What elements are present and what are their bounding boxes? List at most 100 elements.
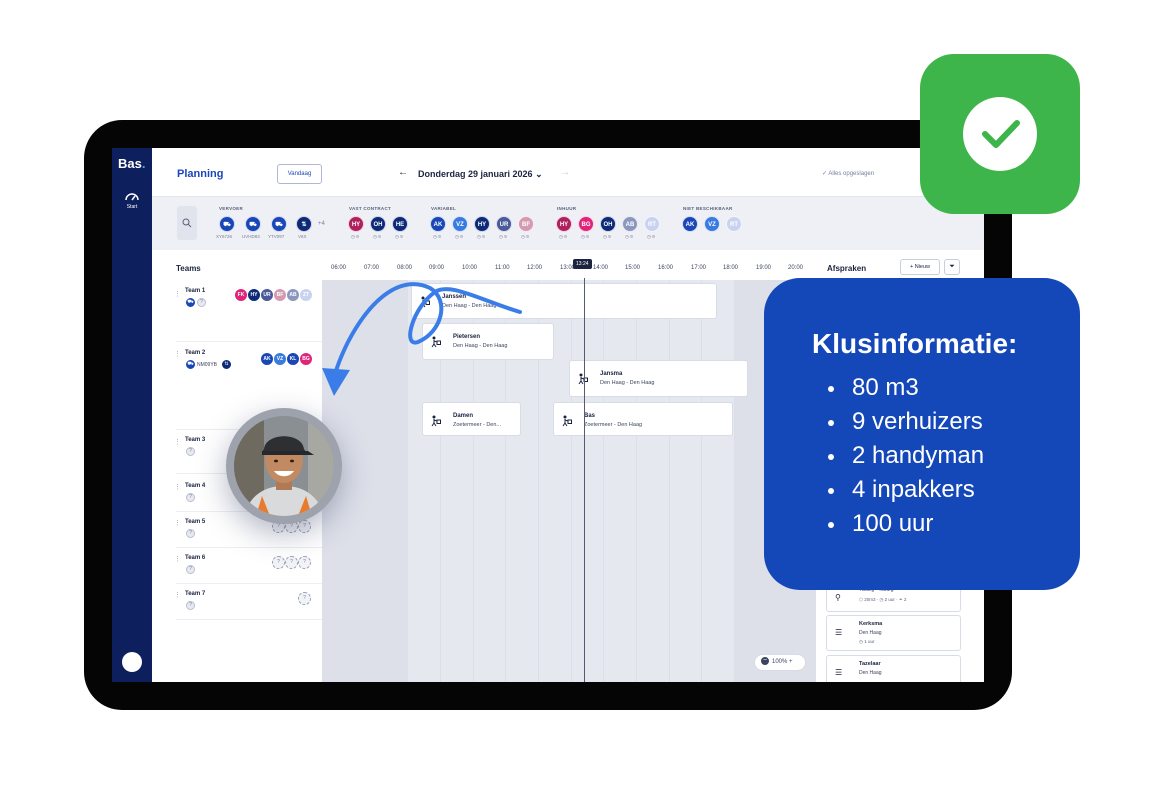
appointment-card[interactable]: ☰ Kerksma Den Haag ◷ 1 uur xyxy=(826,615,961,651)
note-icon: ☰ xyxy=(835,628,843,637)
staff-avatar[interactable]: VZ xyxy=(452,216,468,232)
staff-avatar[interactable]: HY xyxy=(474,216,490,232)
availability-count: ◷ 9 xyxy=(647,234,655,239)
job-name: Damen xyxy=(453,413,474,419)
nav-start-label[interactable]: Start xyxy=(126,204,138,210)
team-row[interactable] xyxy=(176,280,322,342)
team-name: Team 1 xyxy=(185,288,206,294)
member-avatar[interactable]: VZ xyxy=(273,352,287,366)
placeholder-avatar[interactable]: ? xyxy=(298,520,311,533)
grid-line xyxy=(701,280,702,682)
grid-line xyxy=(571,280,572,682)
staff-avatar[interactable]: BF xyxy=(518,216,534,232)
appointment-meta: ⬡ 20m3 · ◷ 2 uur · ⚭ 2 xyxy=(859,597,907,602)
placeholder-avatar[interactable]: ? xyxy=(298,592,311,605)
lift-icon[interactable]: ⇅ xyxy=(296,216,312,232)
job-card[interactable]: Jansma Den Haag - Den Haag xyxy=(569,360,748,397)
job-info-title: Klusinformatie: xyxy=(812,328,1018,359)
member-avatar[interactable]: FK xyxy=(234,288,248,302)
drag-handle-icon[interactable]: ⋮ xyxy=(174,351,181,358)
staff-avatar[interactable]: AB xyxy=(622,216,638,232)
next-day-arrow-icon[interactable]: → xyxy=(560,167,570,178)
drag-handle-icon[interactable]: ⋮ xyxy=(174,592,181,599)
hour-header: 06:00 07:00 08:00 09:00 10:00 11:00 12:0… xyxy=(322,250,816,280)
zoom-control[interactable]: −100% + xyxy=(754,654,806,671)
staff-avatar[interactable]: VZ xyxy=(704,216,720,232)
staff-avatar[interactable]: UR xyxy=(496,216,512,232)
unassigned-slot[interactable]: ? xyxy=(186,601,195,610)
zoom-in-icon[interactable]: + xyxy=(789,659,793,665)
date-selector[interactable]: Donderdag 29 januari 2026 ⌄ xyxy=(418,169,543,179)
resource-bar: VERVOER ⛟ ⛟ ⛟ ⇅ XY6726 UVHD83 YTV097 V6X… xyxy=(152,196,984,250)
job-card[interactable]: Pietersen Den Haag - Den Haag xyxy=(422,323,554,360)
unassigned-slot[interactable]: ? xyxy=(197,298,206,307)
hour-label: 15:00 xyxy=(625,265,641,271)
mover-icon xyxy=(578,373,588,385)
mover-photo xyxy=(234,416,334,516)
appointment-route: Den Haag xyxy=(859,630,882,636)
member-avatar[interactable]: BG xyxy=(299,352,313,366)
drag-handle-icon[interactable]: ⋮ xyxy=(174,439,181,446)
member-avatar[interactable]: HY xyxy=(247,288,261,302)
placeholder-avatar[interactable]: ? xyxy=(285,556,298,569)
unassigned-slot[interactable]: ? xyxy=(186,565,195,574)
job-card[interactable]: Bas Zoetermeer - Den Haag xyxy=(553,402,733,436)
member-avatar[interactable]: UR xyxy=(260,288,274,302)
placeholder-avatar[interactable]: ? xyxy=(298,556,311,569)
drag-handle-icon[interactable]: ⋮ xyxy=(174,520,181,527)
more-vehicles-count[interactable]: +4 xyxy=(318,221,325,227)
appointment-card[interactable]: ☰ Tazelaar Den Haag xyxy=(826,655,961,682)
filter-icon[interactable]: ⏷ xyxy=(944,259,960,275)
drag-handle-icon[interactable]: ⋮ xyxy=(174,556,181,563)
logo: Bas. xyxy=(118,156,146,171)
placeholder-avatar[interactable]: ? xyxy=(272,556,285,569)
member-avatar[interactable]: AB xyxy=(286,288,300,302)
member-avatar[interactable]: ZT xyxy=(299,288,313,302)
staff-avatar[interactable]: AK xyxy=(430,216,446,232)
member-avatar[interactable]: BF xyxy=(273,288,287,302)
member-avatar[interactable]: AK xyxy=(260,352,274,366)
availability-count: ◷ 9 xyxy=(559,234,567,239)
staff-avatar[interactable]: OH xyxy=(370,216,386,232)
profile-avatar[interactable] xyxy=(122,652,142,672)
grid-line xyxy=(734,280,735,682)
previous-day-arrow-icon[interactable]: ← xyxy=(398,167,408,178)
zoom-out-icon[interactable]: − xyxy=(761,657,769,666)
team-row[interactable] xyxy=(176,584,322,620)
staff-avatar[interactable]: HY xyxy=(348,216,364,232)
team-row[interactable] xyxy=(176,548,322,584)
job-info-item: 9 verhuizers xyxy=(826,405,984,439)
team-row[interactable] xyxy=(176,512,322,548)
note-icon: ☰ xyxy=(835,668,843,677)
job-card[interactable]: Damen Zoetermeer - Den... xyxy=(422,402,521,436)
availability-count: ◷ 9 xyxy=(581,234,589,239)
staff-avatar[interactable]: HY xyxy=(556,216,572,232)
appointments-title: Afspraken xyxy=(827,264,867,273)
staff-avatar[interactable]: HE xyxy=(392,216,408,232)
unassigned-slot[interactable]: ? xyxy=(186,493,195,502)
member-avatar[interactable]: KL xyxy=(286,352,300,366)
gauge-icon[interactable] xyxy=(123,188,141,206)
drag-handle-icon[interactable]: ⋮ xyxy=(174,484,181,491)
job-card[interactable]: Janssen Den Haag - Den Haag xyxy=(411,283,717,319)
staff-avatar[interactable]: RT xyxy=(726,216,742,232)
drag-handle-icon[interactable]: ⋮ xyxy=(174,291,181,298)
unassigned-slot[interactable]: ? xyxy=(186,529,195,538)
truck-icon[interactable]: ⛟ xyxy=(271,216,287,232)
vehicle-plate: YTV097 xyxy=(268,234,285,239)
staff-avatar[interactable]: OH xyxy=(600,216,616,232)
truck-icon[interactable]: ⛟ xyxy=(245,216,261,232)
hour-label: 17:00 xyxy=(691,265,707,271)
staff-avatar[interactable]: BG xyxy=(578,216,594,232)
new-appointment-button[interactable]: + Nieuw xyxy=(900,259,940,275)
current-time-badge: 13:24 xyxy=(573,259,592,269)
truck-icon[interactable]: ⛟ xyxy=(219,216,235,232)
hour-label: 13:00 xyxy=(560,265,576,271)
job-route: Zoetermeer - Den... xyxy=(453,422,501,428)
staff-avatar[interactable]: AK xyxy=(682,216,698,232)
unassigned-slot[interactable]: ? xyxy=(186,447,195,456)
resource-search[interactable] xyxy=(177,206,197,240)
today-button[interactable]: Vandaag xyxy=(277,164,322,184)
staff-avatar[interactable]: RT xyxy=(644,216,660,232)
job-route: Zoetermeer - Den Haag xyxy=(584,422,643,428)
